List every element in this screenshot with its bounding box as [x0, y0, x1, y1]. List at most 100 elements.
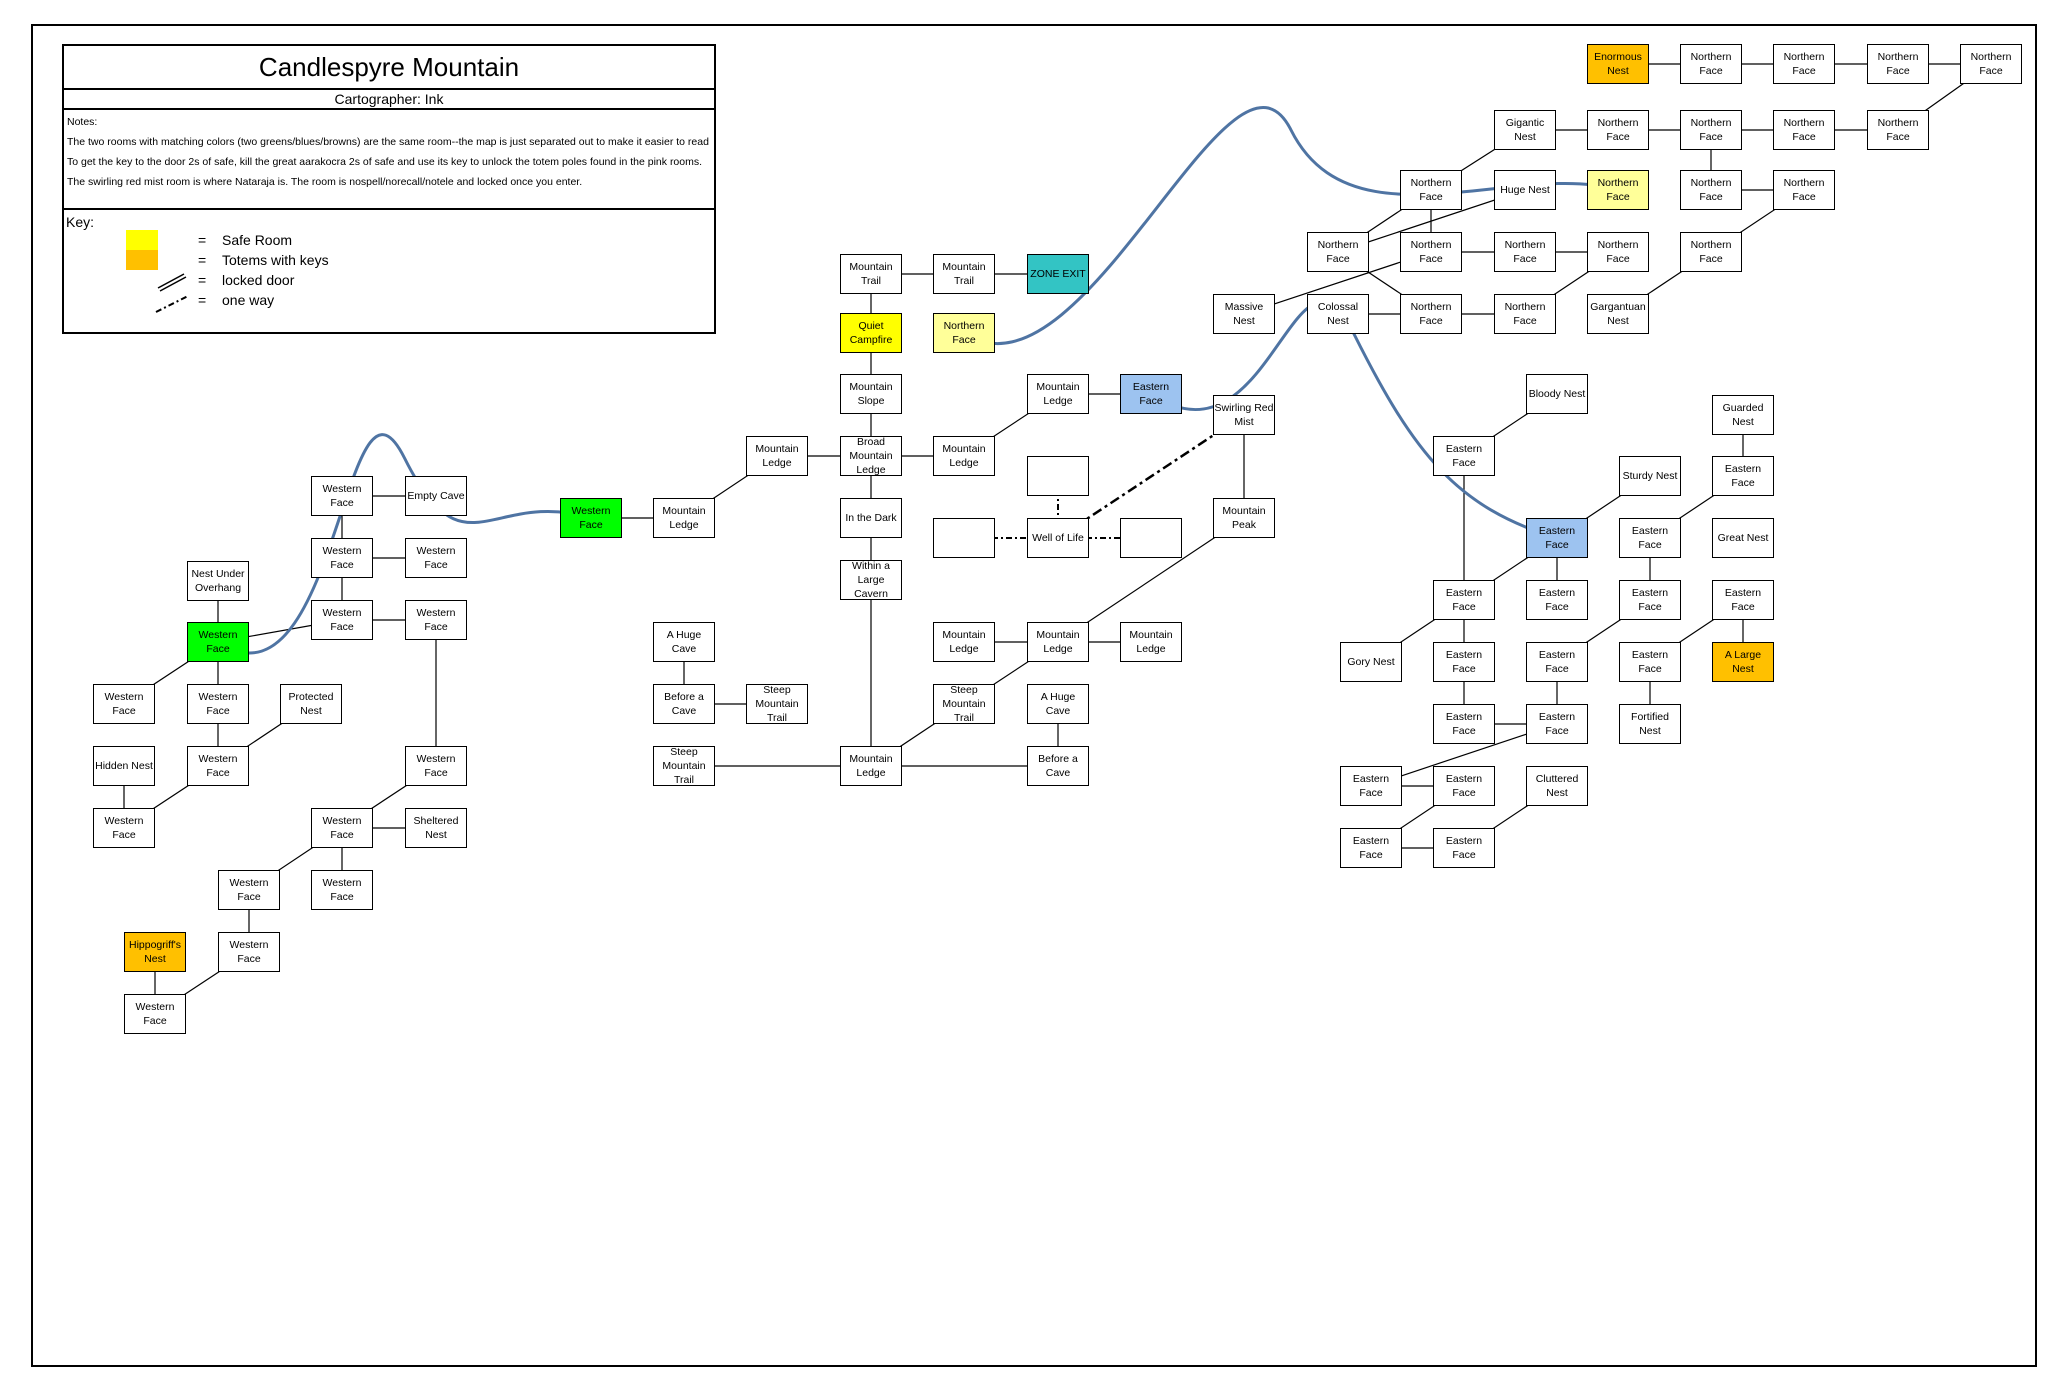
room-colossal-nest: Colossal Nest: [1307, 294, 1369, 334]
room-protected-nest: Protected Nest: [280, 684, 342, 724]
room-northern-face: Northern Face: [1307, 232, 1369, 272]
same-room-curve: [963, 106, 1619, 345]
room-northern-face: Northern Face: [1400, 170, 1462, 210]
room-link: [1337, 189, 1526, 253]
one-way-icon: [155, 295, 189, 313]
same-room-curve: [217, 433, 592, 655]
room-eastern-face: Eastern Face: [1340, 766, 1402, 806]
room-fortified-nest: Fortified Nest: [1619, 704, 1681, 744]
room-within-a-large-cavern: Within a Large Cavern: [840, 560, 902, 600]
room-western-face: Western Face: [311, 538, 373, 578]
room-northern-face: Northern Face: [1587, 232, 1649, 272]
room-cluttered-nest: Cluttered Nest: [1526, 766, 1588, 806]
note-line: The two rooms with matching colors (two …: [67, 136, 709, 148]
room-a-huge-cave: A Huge Cave: [653, 622, 715, 662]
room-northern-face: Northern Face: [1773, 170, 1835, 210]
note-line: To get the key to the door 2s of safe, k…: [67, 156, 703, 168]
room-swirling-red-mist: Swirling Red Mist: [1213, 395, 1275, 435]
room-western-face: Western Face: [405, 538, 467, 578]
room-gigantic-nest: Gigantic Nest: [1494, 110, 1556, 150]
room-bloody-nest: Bloody Nest: [1526, 374, 1588, 414]
room-mountain-trail: Mountain Trail: [933, 254, 995, 294]
cartographer-credit: Cartographer: Ink: [64, 90, 714, 110]
room-western-face: Western Face: [311, 870, 373, 910]
room-mountain-ledge: Mountain Ledge: [653, 498, 715, 538]
room-western-face: Western Face: [405, 746, 467, 786]
room-sturdy-nest: Sturdy Nest: [1619, 456, 1681, 496]
room-northern-face: Northern Face: [1400, 232, 1462, 272]
room-western-face: Western Face: [311, 476, 373, 516]
room-mountain-ledge: Mountain Ledge: [1120, 622, 1182, 662]
room-northern-face: Northern Face: [1867, 44, 1929, 84]
room-eastern-face: Eastern Face: [1619, 642, 1681, 682]
room-zone-exit: ZONE EXIT: [1027, 254, 1089, 294]
room-before-a-cave: Before a Cave: [1027, 746, 1089, 786]
room-eastern-face: Eastern Face: [1619, 580, 1681, 620]
room-mountain-trail: Mountain Trail: [840, 254, 902, 294]
key-eq: =: [198, 292, 207, 308]
room-eastern-face: Eastern Face: [1433, 766, 1495, 806]
room-great-nest: Great Nest: [1712, 518, 1774, 558]
room-well-of-life: Well of Life: [1027, 518, 1089, 558]
room-steep-mountain-trail: Steep Mountain Trail: [653, 746, 715, 786]
room-in-the-dark: In the Dark: [840, 498, 902, 538]
room-northern-face: Northern Face: [933, 313, 995, 353]
room-mountain-ledge: Mountain Ledge: [840, 746, 902, 786]
room-western-face: Western Face: [311, 600, 373, 640]
key-eq: =: [198, 232, 207, 248]
room-eastern-face: Eastern Face: [1526, 704, 1588, 744]
room-mountain-peak: Mountain Peak: [1213, 498, 1275, 538]
locked-door-link: [1057, 413, 1245, 540]
room-northern-face: Northern Face: [1587, 170, 1649, 210]
room-western-face: Western Face: [311, 808, 373, 848]
key-label-safe: Safe Room: [222, 232, 293, 248]
room-link: [1243, 251, 1432, 315]
room-northern-face: Northern Face: [1773, 110, 1835, 150]
room-a-large-nest: A Large Nest: [1712, 642, 1774, 682]
room-sheltered-nest: Sheltered Nest: [405, 808, 467, 848]
room-western-face: Western Face: [124, 994, 186, 1034]
room-eastern-face: Eastern Face: [1433, 580, 1495, 620]
room-hippogriff-s-nest: Hippogriff's Nest: [124, 932, 186, 972]
room-northern-face: Northern Face: [1680, 232, 1742, 272]
room-guarded-nest: Guarded Nest: [1712, 395, 1774, 435]
room-western-face: Western Face: [187, 746, 249, 786]
room-eastern-face: Eastern Face: [1433, 436, 1495, 476]
legend-box: Candlespyre Mountain Cartographer: Ink N…: [62, 44, 716, 334]
note-line: The swirling red mist room is where Nata…: [67, 176, 583, 188]
room-mountain-ledge: Mountain Ledge: [933, 436, 995, 476]
room-eastern-face: Eastern Face: [1712, 456, 1774, 496]
room-steep-mountain-trail: Steep Mountain Trail: [746, 684, 808, 724]
room-massive-nest: Massive Nest: [1213, 294, 1275, 334]
room-empty-cave: Empty Cave: [405, 476, 467, 516]
room-before-a-cave: Before a Cave: [653, 684, 715, 724]
room-eastern-face: Eastern Face: [1433, 642, 1495, 682]
room-eastern-face: Eastern Face: [1120, 374, 1182, 414]
room-northern-face: Northern Face: [1587, 110, 1649, 150]
room-gory-nest: Gory Nest: [1340, 642, 1402, 682]
room-nest-under-overhang: Nest Under Overhang: [187, 561, 249, 601]
room-western-face: Western Face: [560, 498, 622, 538]
key-eq: =: [198, 252, 207, 268]
room-a-huge-cave: A Huge Cave: [1027, 684, 1089, 724]
room-northern-face: Northern Face: [1680, 110, 1742, 150]
room-mountain-ledge: Mountain Ledge: [933, 622, 995, 662]
room-northern-face: Northern Face: [1494, 294, 1556, 334]
room-blank: [933, 518, 995, 558]
room-mountain-slope: Mountain Slope: [840, 374, 902, 414]
notes-section: Notes: The two rooms with matching color…: [64, 110, 714, 210]
room-mountain-ledge: Mountain Ledge: [746, 436, 808, 476]
room-northern-face: Northern Face: [1494, 232, 1556, 272]
room-western-face: Western Face: [93, 808, 155, 848]
room-mountain-ledge: Mountain Ledge: [1027, 374, 1089, 414]
room-link: [1057, 517, 1245, 643]
room-eastern-face: Eastern Face: [1526, 518, 1588, 558]
room-huge-nest: Huge Nest: [1494, 170, 1556, 210]
key-label-locked: locked door: [222, 272, 295, 288]
room-hidden-nest: Hidden Nest: [93, 746, 155, 786]
room-eastern-face: Eastern Face: [1526, 580, 1588, 620]
notes-label: Notes:: [67, 116, 98, 128]
room-western-face: Western Face: [218, 870, 280, 910]
room-eastern-face: Eastern Face: [1712, 580, 1774, 620]
